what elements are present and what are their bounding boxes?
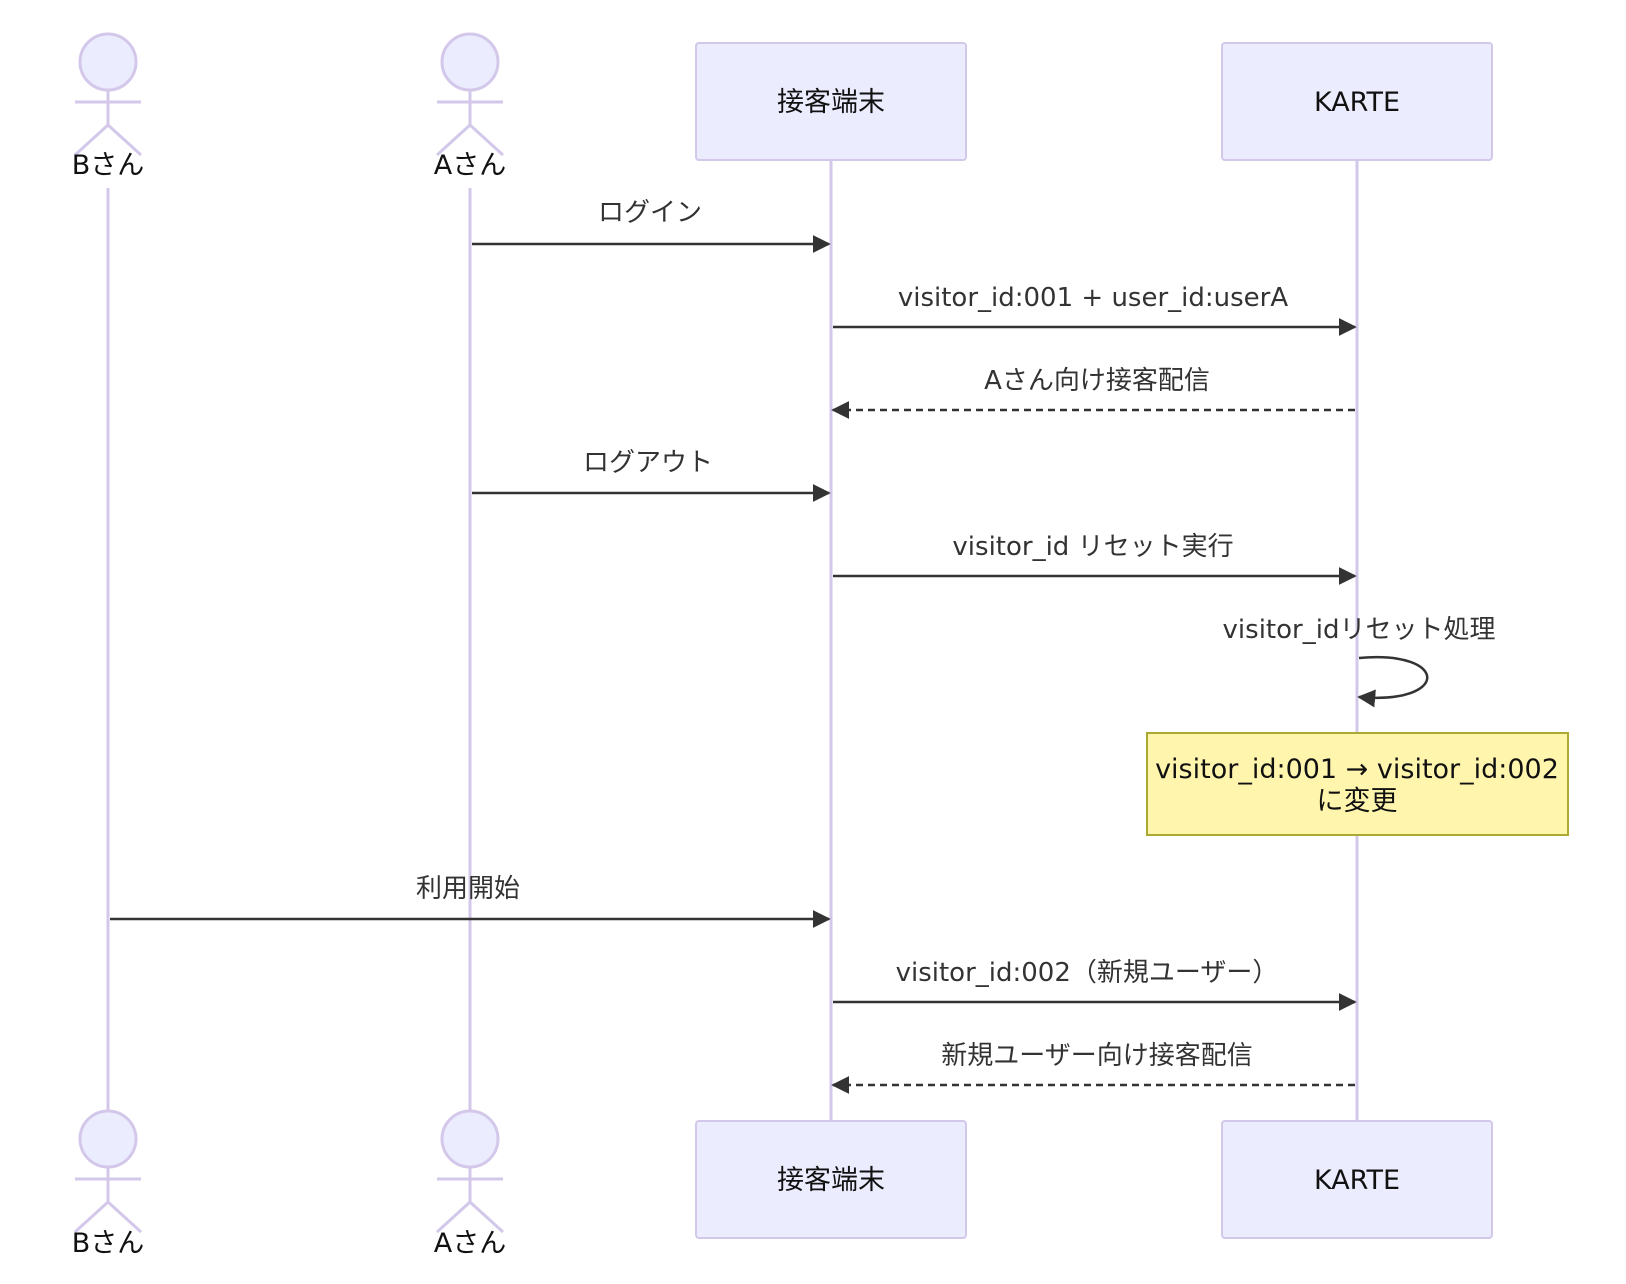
note-line-2: に変更 bbox=[1317, 786, 1398, 817]
participant-label-karte-bottom: KARTE bbox=[1314, 1165, 1400, 1196]
participant-karte-bottom: KARTE bbox=[1221, 1120, 1493, 1239]
actor-label-b-top: Bさん bbox=[72, 150, 145, 181]
message-3: Aさん向け接客配信 bbox=[831, 366, 1355, 419]
participant-terminal-bottom: 接客端末 bbox=[695, 1120, 967, 1239]
participant-label-karte-top: KARTE bbox=[1314, 87, 1400, 118]
message-4: ログアウト bbox=[472, 448, 831, 502]
message-label: 利用開始 bbox=[416, 874, 520, 904]
message-label: ログイン bbox=[598, 198, 702, 228]
participant-label-terminal-bottom: 接客端末 bbox=[777, 1165, 885, 1196]
message-label: visitor_id:001 + user_id:userA bbox=[898, 283, 1289, 313]
message-7: 利用開始 bbox=[110, 874, 831, 928]
participant-terminal-top: 接客端末 bbox=[695, 42, 967, 161]
message-8: visitor_id:002（新規ユーザー） bbox=[833, 958, 1357, 1011]
note-line-1: visitor_id:001 → visitor_id:002 bbox=[1155, 754, 1559, 785]
message-label: visitor_idリセット処理 bbox=[1223, 615, 1496, 645]
actor-a-top: Aさん bbox=[434, 32, 506, 181]
message-label: Aさん向け接客配信 bbox=[984, 366, 1210, 396]
actor-b-top: Bさん bbox=[72, 32, 145, 181]
actor-a-bottom: Aさん bbox=[434, 1109, 506, 1259]
message-2: visitor_id:001 + user_id:userA bbox=[833, 283, 1357, 336]
message-label: 新規ユーザー向け接客配信 bbox=[941, 1041, 1252, 1071]
actor-icon bbox=[78, 32, 138, 92]
actor-icon bbox=[78, 1109, 138, 1169]
message-5: visitor_id リセット実行 bbox=[833, 532, 1357, 585]
message-arrow bbox=[1357, 655, 1429, 708]
actor-icon bbox=[440, 32, 500, 92]
actor-label-a-top: Aさん bbox=[434, 150, 506, 181]
actor-b-bottom: Bさん bbox=[72, 1109, 145, 1259]
actor-icon bbox=[440, 1109, 500, 1169]
participant-karte-top: KARTE bbox=[1221, 42, 1493, 161]
message-label: visitor_id:002（新規ユーザー） bbox=[896, 958, 1279, 988]
actor-label-b-bottom: Bさん bbox=[72, 1228, 145, 1259]
message-6-self: visitor_idリセット処理 bbox=[1223, 615, 1496, 708]
message-1: ログイン bbox=[472, 198, 831, 253]
message-label: visitor_id リセット実行 bbox=[952, 532, 1233, 562]
note-visitor-id-change: visitor_id:001 → visitor_id:002 に変更 bbox=[1146, 732, 1569, 836]
actor-label-a-bottom: Aさん bbox=[434, 1228, 506, 1259]
message-label: ログアウト bbox=[583, 448, 713, 478]
participant-label-terminal-top: 接客端末 bbox=[777, 87, 885, 118]
message-9: 新規ユーザー向け接客配信 bbox=[831, 1041, 1355, 1094]
